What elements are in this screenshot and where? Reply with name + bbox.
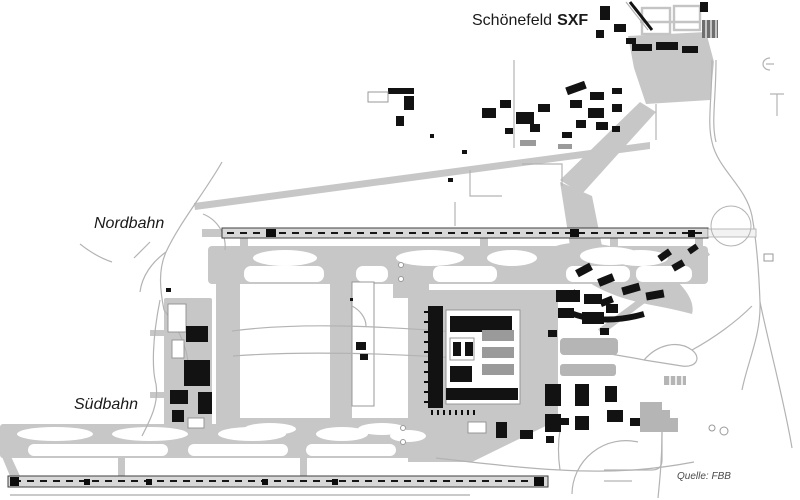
terminal5-buildings bbox=[565, 243, 699, 323]
town-grid bbox=[596, 1, 718, 53]
nordbahn-label: Nordbahn bbox=[94, 215, 165, 232]
runway-extension-outline bbox=[707, 228, 757, 238]
nordbahn-runway bbox=[221, 205, 757, 247]
suedbahn-label: Südbahn bbox=[74, 396, 139, 413]
north-buildings bbox=[367, 80, 622, 182]
airport-name: Schönefeld bbox=[472, 12, 553, 29]
west-apron-buildings bbox=[166, 288, 368, 429]
source-credit: Quelle: FBB bbox=[677, 471, 731, 482]
taxiway-islands bbox=[17, 247, 692, 456]
compass-circle bbox=[710, 205, 752, 247]
terminal-pier bbox=[428, 306, 443, 408]
terminal-complex bbox=[424, 290, 618, 415]
old-terminal-apron bbox=[194, 32, 714, 246]
airport-code: SXF bbox=[557, 12, 589, 29]
southeast-buildings bbox=[467, 376, 686, 443]
landside-roads bbox=[79, 57, 793, 499]
suedbahn-runway bbox=[7, 475, 549, 496]
